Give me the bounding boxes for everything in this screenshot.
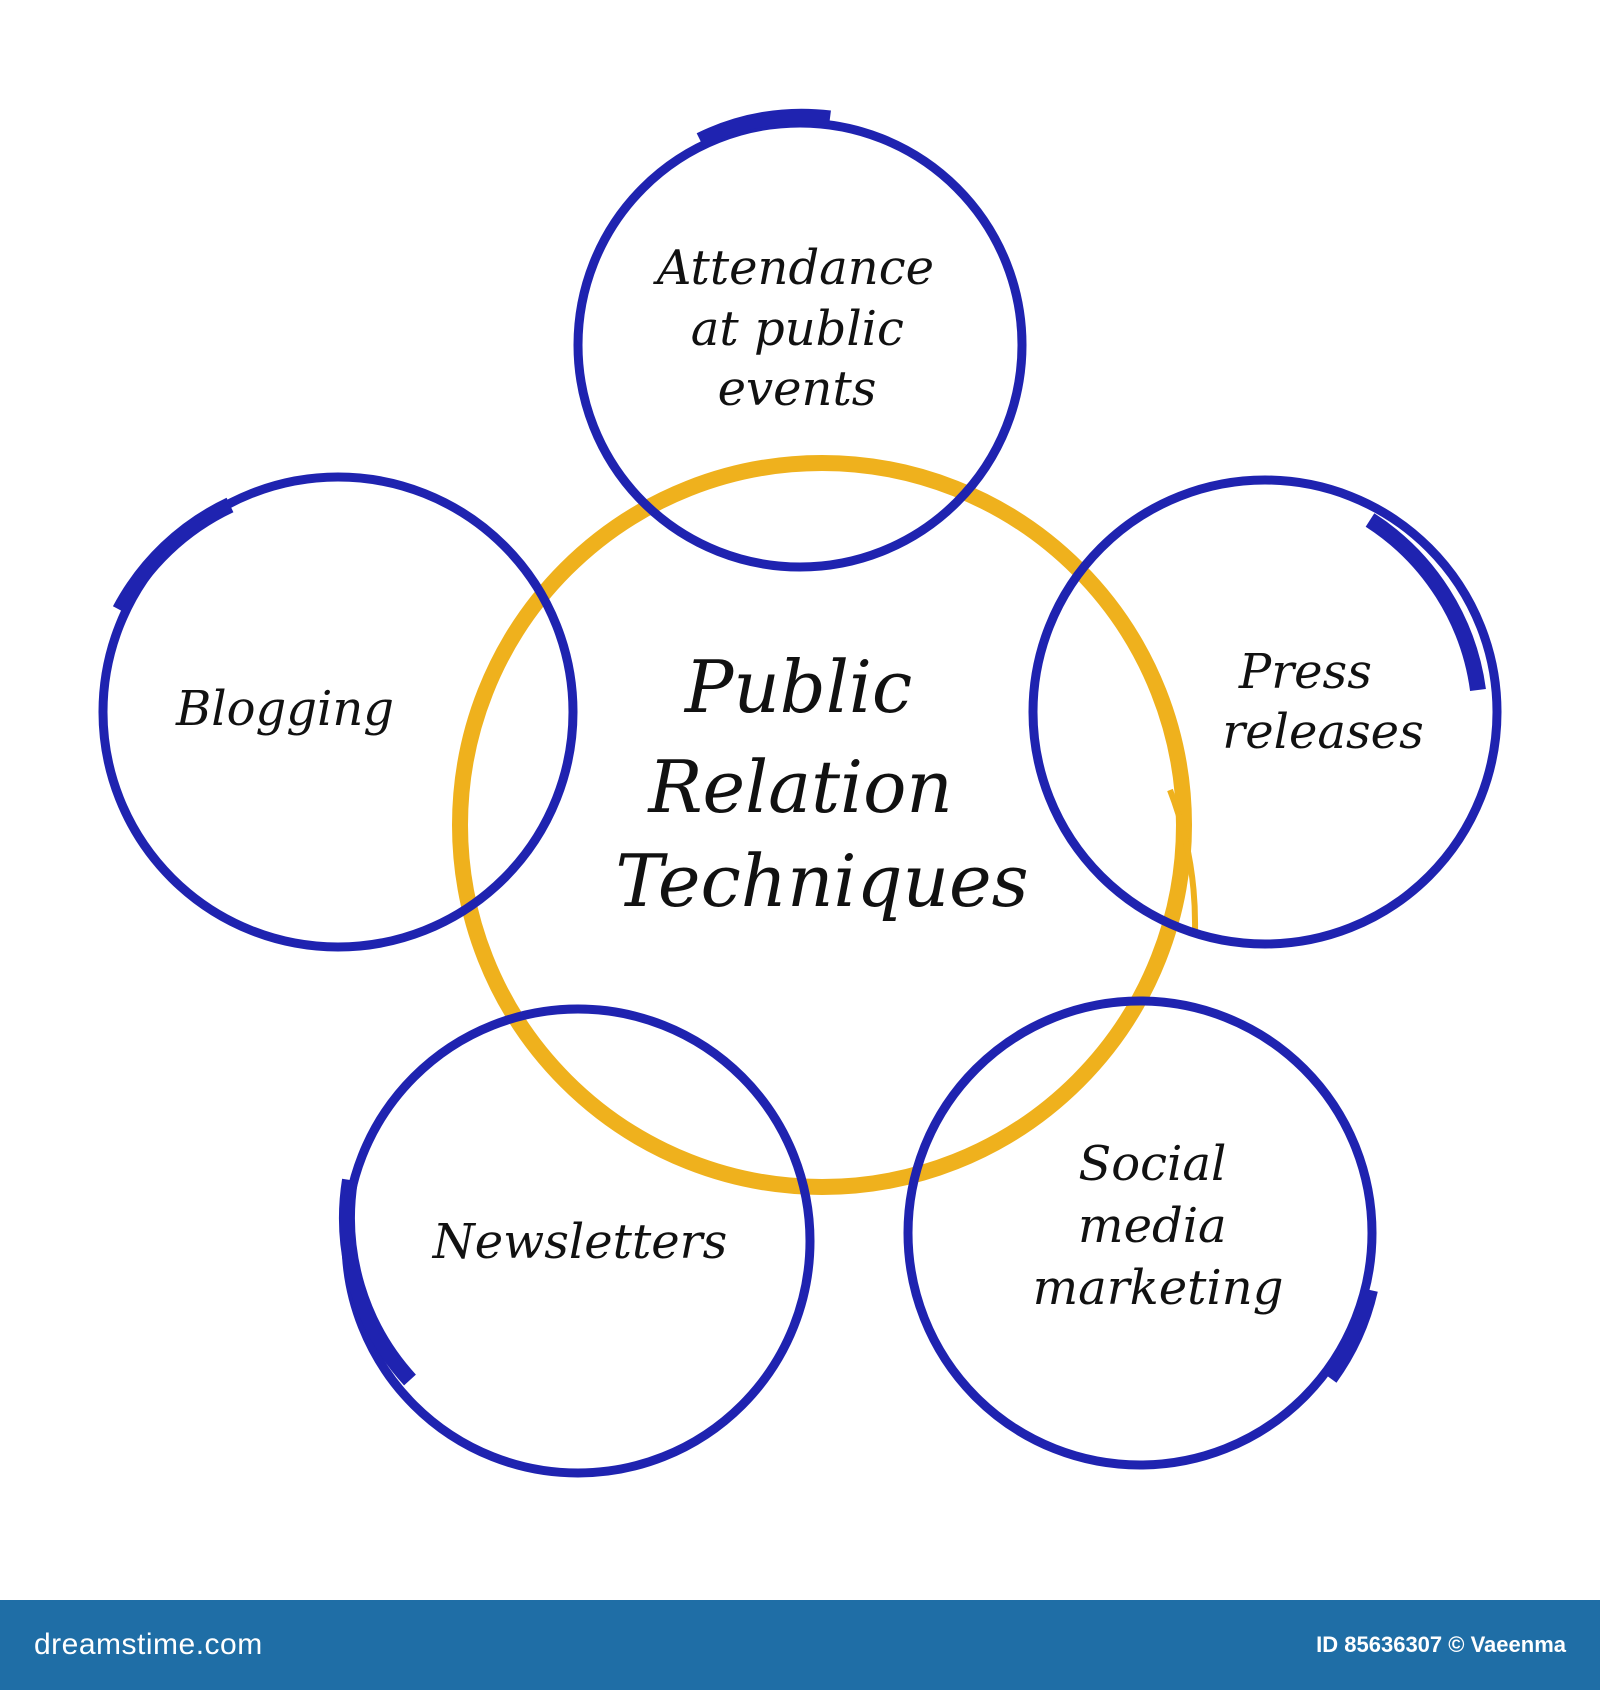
stock-footer: dreamstime.com ID 85636307 © Vaeenma [0, 1600, 1600, 1690]
dreamstime-logo: dreamstime.com [34, 1628, 263, 1661]
node-ring-bottom-left [338, 1004, 815, 1478]
node-ring-top [573, 108, 1027, 572]
node-label-line: Attendance [653, 240, 934, 296]
node-label-line: at public [691, 301, 904, 357]
node-ring-right [1028, 475, 1502, 949]
center-ring [452, 455, 1199, 1195]
node-ring-left [98, 472, 578, 952]
center-title-line: Relation [646, 745, 952, 829]
center-title-line: Public [683, 645, 912, 729]
node-label-line: Social [1078, 1136, 1226, 1192]
node-label-line: events [718, 361, 877, 417]
node-label-right: Press releases [1222, 644, 1423, 760]
node-label-line: Press [1238, 644, 1372, 700]
node-label-line: media [1078, 1198, 1227, 1254]
node-label-bottom-right: Social media marketing [1033, 1136, 1284, 1316]
node-ring-bottom-right [903, 996, 1378, 1470]
node-label-line: Blogging [175, 681, 394, 737]
node-label-left: Blogging [175, 681, 394, 737]
node-label-line: marketing [1033, 1260, 1284, 1316]
center-title-line: Techniques [615, 839, 1028, 923]
stock-id: ID 85636307 © Vaeenma [1316, 1632, 1566, 1657]
node-label-line: releases [1222, 704, 1423, 760]
node-label-line: Newsletters [432, 1214, 727, 1270]
diagram: Public Relation Techniques Attendance at… [98, 108, 1502, 1478]
node-label-top: Attendance at public events [653, 240, 950, 417]
center-title: Public Relation Techniques [615, 645, 1028, 923]
node-label-bottom-left: Newsletters [432, 1214, 727, 1270]
